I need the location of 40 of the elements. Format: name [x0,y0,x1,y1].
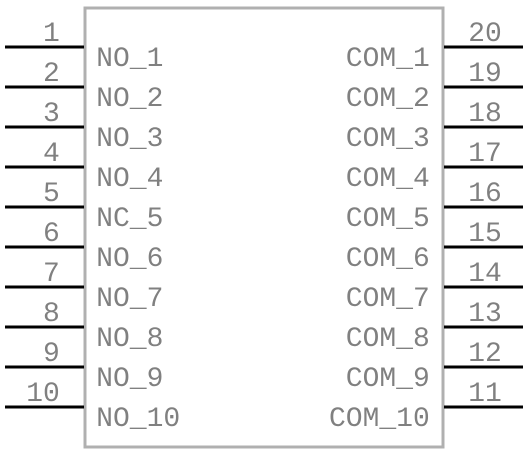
pin-name: NO_4 [98,167,162,189]
pin-number: 8 [44,302,58,322]
pin-name: NO_8 [98,327,162,349]
pin-name: NO_3 [98,127,162,149]
pin-name: COM_10 [330,407,428,429]
pin-number: 18 [470,102,500,122]
pin-number: 3 [44,102,58,122]
pin-number: 2 [44,62,58,81]
pin-name: NO_2 [98,87,162,109]
pin-name: COM_7 [347,287,428,309]
pin-name: COM_9 [347,367,428,389]
pin-number: 19 [470,62,500,82]
pin-number: 5 [44,182,58,202]
pin-number: 17 [470,142,500,161]
pin-number: 7 [45,262,58,281]
pin-name: COM_3 [347,127,428,149]
pin-name: COM_2 [347,87,428,109]
pin-name: COM_4 [347,167,428,189]
pin-name: COM_8 [347,327,428,349]
pin-name: NO_7 [98,287,162,309]
pin-name: NO_9 [98,367,162,389]
pin-number: 11 [470,382,500,401]
pin-name: COM_1 [347,47,428,69]
pin-number: 6 [45,222,58,242]
pin-number: 14 [470,262,500,281]
pin-number: 12 [470,342,500,361]
pin-name: NO_1 [98,47,162,69]
pin-number: 15 [470,222,500,242]
pin-name: COM_6 [347,247,428,269]
pin-number: 9 [44,342,58,362]
pin-number: 13 [470,302,500,322]
pin-number: 20 [470,22,500,42]
pin-name: COM_5 [347,207,428,229]
pin-name: NO_6 [98,247,162,269]
pin-number: 16 [470,182,500,202]
pin-number: 1 [45,22,58,41]
pin-name: NC_5 [98,207,162,229]
pin-number: 4 [44,142,58,161]
pin-number: 10 [28,382,58,402]
pin-name: NO_10 [98,407,178,429]
